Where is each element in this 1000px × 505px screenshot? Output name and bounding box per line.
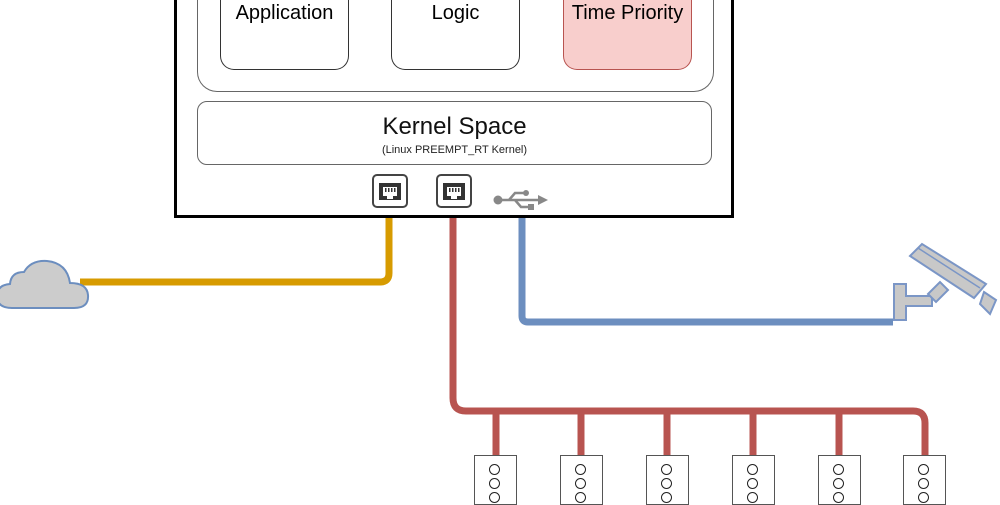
io-module-icon	[903, 455, 946, 505]
usb-link-wire	[518, 218, 893, 326]
ethernet-port-icon	[436, 174, 472, 208]
io-module-icon	[474, 455, 517, 505]
application-box: Application	[220, 0, 349, 70]
fieldbus-trunk-wire	[449, 218, 929, 456]
time-priority-label: Time Priority	[571, 2, 684, 24]
logic-label: Logic	[431, 2, 480, 24]
application-label: Application	[235, 2, 334, 24]
io-module-icon	[732, 455, 775, 505]
logic-box: Logic	[391, 0, 520, 70]
user-space-container: Application Logic Time Priority	[197, 0, 714, 92]
ethernet-port-icon	[372, 174, 408, 208]
kernel-space-title: Kernel Space	[382, 113, 527, 140]
io-module-icon	[818, 455, 861, 505]
kernel-space-subtitle: (Linux PREEMPT_RT Kernel)	[381, 144, 528, 156]
io-module-icon	[560, 455, 603, 505]
security-camera-icon	[893, 242, 998, 321]
time-priority-box: Time Priority	[563, 0, 692, 70]
controller-box: Application Logic Time Priority Kernel S…	[174, 0, 734, 218]
cloud-link-wire	[80, 218, 393, 286]
cloud-icon	[0, 259, 90, 309]
usb-icon	[493, 190, 548, 210]
io-module-icon	[646, 455, 689, 505]
kernel-space-box: Kernel Space (Linux PREEMPT_RT Kernel)	[197, 101, 712, 165]
